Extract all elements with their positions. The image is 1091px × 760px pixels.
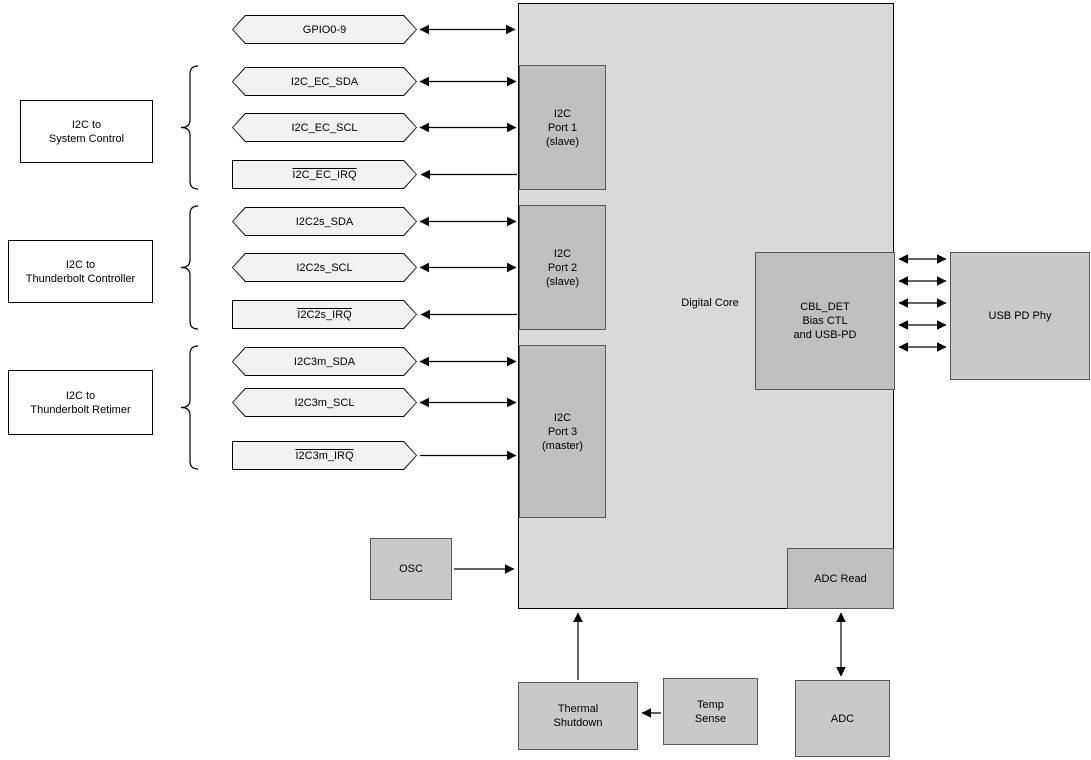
i2c-port1-block: I2C Port 1 (slave) bbox=[519, 65, 606, 190]
brace-system-control bbox=[180, 65, 199, 190]
signal-i2c-ec-sda-label: I2C_EC_SDA bbox=[290, 75, 359, 88]
label-box-thunderbolt-controller: I2C to Thunderbolt Controller bbox=[8, 240, 153, 303]
cbl-det-label: CBL_DET Bias CTL and USB-PD bbox=[793, 301, 857, 341]
usb-pd-phy-label: USB PD Phy bbox=[988, 310, 1052, 322]
adc-label: ADC bbox=[830, 712, 855, 725]
signal-i2c-ec-scl: I2C_EC_SCL bbox=[232, 113, 417, 142]
signal-i2c2s-sda: I2C2s_SDA bbox=[232, 207, 417, 236]
signal-i2c3m-sda-label: I2C3m_SDA bbox=[293, 355, 356, 368]
adc-read-block: ADC Read bbox=[787, 548, 894, 609]
osc-block: OSC bbox=[370, 538, 452, 600]
signal-gpio0-9-label: GPIO0-9 bbox=[302, 23, 347, 36]
adc-block: ADC bbox=[795, 680, 890, 757]
signal-i2c-ec-scl-label: I2C_EC_SCL bbox=[291, 121, 358, 134]
signal-shape bbox=[232, 113, 417, 142]
i2c-port1-label: I2C Port 1 (slave) bbox=[545, 107, 579, 148]
cbl-det-block: CBL_DET Bias CTL and USB-PD bbox=[755, 252, 895, 390]
signal-shape bbox=[232, 300, 417, 329]
temp-sense-block: Temp Sense bbox=[663, 678, 758, 745]
signal-i2c3m-scl: I2C3m_SCL bbox=[232, 388, 417, 417]
signal-i2c2s-scl-label: I2C2s_SCL bbox=[296, 261, 353, 274]
digital-core-label: Digital Core bbox=[681, 297, 739, 309]
thermal-shutdown-block: Thermal Shutdown bbox=[518, 682, 638, 750]
i2c-port3-label: I2C Port 3 (master) bbox=[542, 411, 583, 452]
label-thunderbolt-controller: I2C to Thunderbolt Controller bbox=[25, 258, 136, 285]
i2c-port2-label: I2C Port 2 (slave) bbox=[545, 247, 579, 288]
signal-i2c3m-scl-label: I2C3m_SCL bbox=[294, 396, 355, 409]
label-box-system-control: I2C to System Control bbox=[20, 100, 153, 163]
label-box-thunderbolt-retimer: I2C to Thunderbolt Retimer bbox=[8, 370, 153, 435]
i2c-port2-block: I2C Port 2 (slave) bbox=[519, 205, 606, 330]
brace-thunderbolt-controller bbox=[180, 205, 199, 330]
signal-shape bbox=[232, 207, 417, 236]
signal-i2c2s-irq-label: I2C2s_IRQ bbox=[297, 308, 352, 321]
signal-shape bbox=[232, 441, 417, 470]
signal-shape bbox=[232, 347, 417, 376]
signal-shape bbox=[232, 160, 417, 189]
signal-shape bbox=[232, 253, 417, 282]
adc-read-label: ADC Read bbox=[814, 572, 867, 585]
signal-shape bbox=[232, 67, 417, 96]
signal-i2c-ec-irq: I2C_EC_IRQ bbox=[232, 160, 417, 189]
signal-i2c3m-irq-label: I2C3m_IRQ bbox=[295, 449, 354, 462]
label-thunderbolt-retimer: I2C to Thunderbolt Retimer bbox=[30, 389, 131, 416]
signal-i2c2s-sda-label: I2C2s_SDA bbox=[295, 215, 354, 228]
signal-i2c3m-sda: I2C3m_SDA bbox=[232, 347, 417, 376]
signal-i2c2s-scl: I2C2s_SCL bbox=[232, 253, 417, 282]
thermal-shutdown-label: Thermal Shutdown bbox=[553, 703, 603, 729]
label-system-control: I2C to System Control bbox=[48, 118, 125, 145]
usb-pd-phy-block: USB PD Phy bbox=[950, 252, 1090, 380]
signal-i2c-ec-irq-label: I2C_EC_IRQ bbox=[292, 168, 357, 181]
i2c-port3-block: I2C Port 3 (master) bbox=[519, 345, 606, 518]
signal-i2c2s-irq: I2C2s_IRQ bbox=[232, 300, 417, 329]
signal-shape bbox=[232, 15, 417, 44]
signal-i2c-ec-sda: I2C_EC_SDA bbox=[232, 67, 417, 96]
temp-sense-label: Temp Sense bbox=[694, 698, 727, 725]
brace-thunderbolt-retimer bbox=[180, 345, 199, 470]
signal-shape bbox=[232, 388, 417, 417]
signal-i2c3m-irq: I2C3m_IRQ bbox=[232, 441, 417, 470]
osc-label: OSC bbox=[399, 563, 423, 575]
signal-gpio0-9: GPIO0-9 bbox=[232, 15, 417, 44]
